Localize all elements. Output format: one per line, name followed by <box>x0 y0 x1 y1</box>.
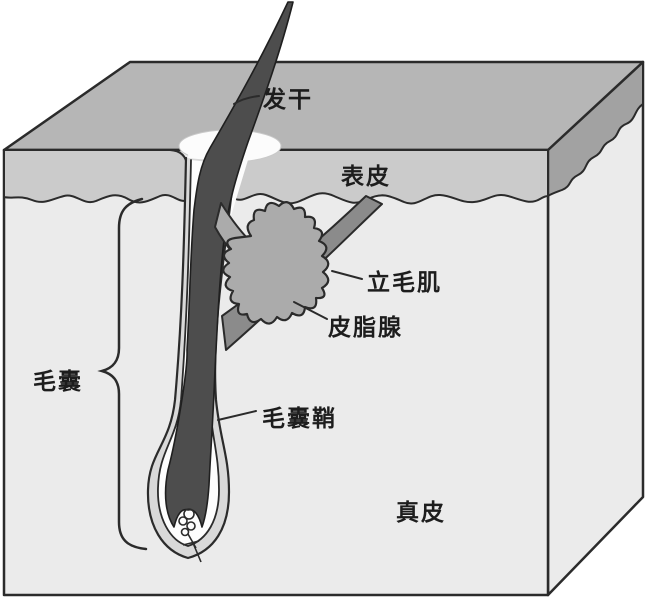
pointer-follicle-sheath <box>217 410 257 421</box>
pointer-arrector-pili <box>331 270 363 280</box>
epidermis-band-front-left <box>3 149 190 204</box>
pointer-sebaceous-gland <box>293 301 328 320</box>
sebaceous-gland <box>222 201 330 325</box>
pointer-hair-shaft <box>233 95 260 105</box>
label-arrector-pili-muscle: 立毛肌 <box>367 269 442 296</box>
epidermis-band-side <box>547 61 644 197</box>
label-hair-follicle-sheath: 毛囊鞘 <box>262 406 337 432</box>
dermal-papilla-capillary <box>178 508 202 563</box>
label-sebaceous-gland: 皮脂腺 <box>328 314 403 341</box>
follicle-brace <box>97 197 148 551</box>
label-hair-follicle: 毛囊 <box>33 369 83 395</box>
label-dermis: 真皮 <box>396 499 446 526</box>
epidermis-band-front-right <box>231 149 549 205</box>
label-hair-shaft: 发干 <box>262 86 313 113</box>
label-epidermis: 表皮 <box>341 164 391 190</box>
